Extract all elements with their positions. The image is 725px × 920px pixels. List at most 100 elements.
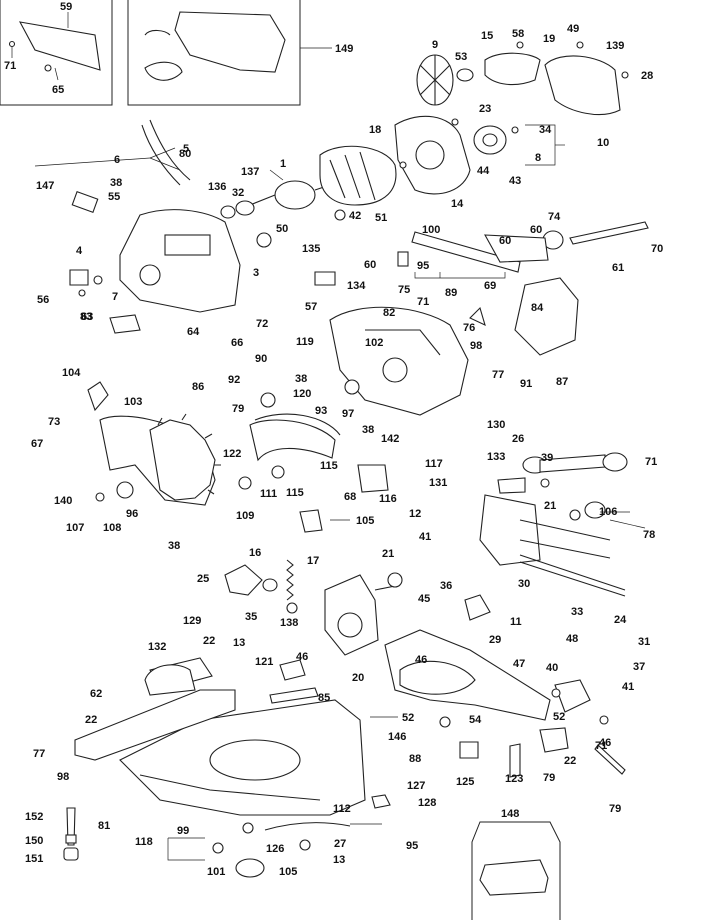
callout-label: 115 [286,487,304,499]
callout-label: 90 [255,353,267,365]
callout-label: 80 [179,148,191,160]
callout-label: 29 [489,634,501,646]
callout-label: 14 [451,198,464,210]
callout-label: 33 [571,606,583,618]
callout-label: 22 [85,714,97,726]
callout-label: 71 [645,456,657,468]
callout-label: 112 [333,803,351,815]
callout-label: 52 [402,712,414,724]
callout-label: 38 [110,177,122,189]
callout-label: 4 [76,245,83,257]
callout-label: 50 [276,223,288,235]
callout-label: 106 [599,506,617,518]
callout-label: 6 [114,154,120,166]
callout-label: 13 [333,854,345,866]
callout-label: 39 [541,452,553,464]
callout-label: 48 [566,633,578,645]
rod-84-part [594,744,626,775]
callout-label: 75 [398,284,410,296]
callout-label: 52 [553,711,565,723]
callout-label: 128 [418,797,436,809]
callout-label: 122 [223,448,241,460]
callout-label: 77 [33,748,45,760]
callout-label: 130 [487,419,505,431]
callout-label: 148 [501,808,519,820]
callout-label: 111 [260,488,277,500]
callout-label: 38 [362,424,374,436]
callout-label: 7 [112,291,118,303]
callout-label: 136 [208,181,226,193]
callout-label: 88 [409,753,421,765]
callout-label: 26 [512,433,524,445]
callout-label: 38 [295,373,307,385]
callout-label: 41 [419,531,431,543]
callout-label: 11 [510,616,522,628]
fan-part [416,54,474,106]
callout-label: 63 [81,311,93,323]
callout-label: 71 [595,740,607,752]
callout-label: 121 [255,656,273,668]
callout-label: 147 [36,180,54,192]
callout-label: 53 [455,51,467,63]
callout-label: 24 [614,614,627,626]
callout-label: 15 [481,30,493,42]
link-arm-part [411,231,549,273]
callout-label: 13 [233,637,245,649]
callout-label: 92 [228,374,240,386]
callout-label: 81 [98,820,110,832]
callout-label: 62 [90,688,102,700]
callout-label: 142 [381,433,399,445]
callout-label: 40 [546,662,558,674]
callout-label: 23 [479,103,491,115]
callout-labels: 1 3 4 5 6 7 8 9 10 11 12 13 13 14 15 16 … [4,1,663,878]
table-base-part [119,699,366,816]
callout-label: 99 [177,825,189,837]
motor-housing-part [394,115,507,195]
callout-label: 119 [296,336,314,348]
spindle-shaft-part [542,221,649,250]
callout-label: 100 [422,224,440,236]
inset-box-62 [0,0,113,106]
callout-label: 68 [344,491,356,503]
callout-label: 149 [335,43,353,55]
small-hardware-parts [65,41,629,854]
callout-label: 37 [633,661,645,673]
callout-label: 58 [512,28,524,40]
callout-label: 116 [379,493,397,505]
callout-label: 98 [470,340,482,352]
callout-label: 91 [520,378,532,390]
callout-label: 107 [66,522,84,534]
leader-lines [34,124,646,861]
callout-label: 95 [406,840,418,852]
callout-label: 96 [126,508,138,520]
callout-label: 64 [187,326,200,338]
callout-label: 30 [518,578,530,590]
callout-label: 79 [609,803,621,815]
callout-label: 89 [445,287,457,299]
cable-101-part [264,822,351,831]
upper-guard-part [329,306,469,416]
callout-label: 85 [318,692,330,704]
callout-label: 49 [567,23,579,35]
callout-label: 25 [197,573,209,585]
callout-label: 71 [4,60,16,72]
callout-label: 42 [349,210,361,222]
callout-label: 101 [207,866,225,878]
brush-covers-part [484,52,621,116]
callout-label: 76 [463,322,475,334]
callout-label: 83 [80,311,92,323]
callout-label: 55 [108,191,120,203]
callout-label: 120 [293,388,311,400]
inset-box-846 [127,0,332,106]
callout-label: 38 [168,540,180,552]
nut-115-part [235,858,265,878]
callout-label: 60 [530,224,542,236]
callout-label: 109 [236,510,254,522]
callout-label: 54 [469,714,482,726]
callout-label: 78 [643,529,655,541]
callout-label: 32 [232,187,244,199]
lower-guard-part [249,413,341,462]
callout-label: 118 [135,836,153,848]
callout-label: 69 [484,280,496,292]
callout-label: 5 [183,143,189,155]
